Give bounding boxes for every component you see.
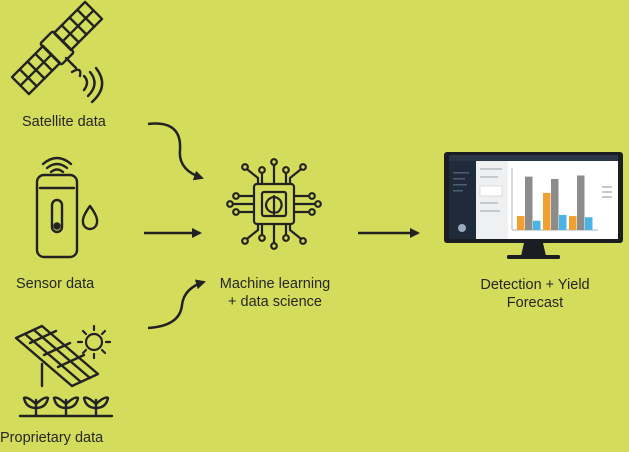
dashboard-bar: [533, 220, 541, 230]
dashboard-bar: [525, 176, 533, 230]
sensor-device-icon: [35, 173, 79, 259]
dashboard-bar: [569, 216, 577, 230]
arrow-proprietary-to-ml: [147, 279, 206, 330]
satellite-data-label: Satellite data: [22, 114, 106, 130]
monitor-dashboard-icon: [444, 152, 623, 259]
satellite-icon: [10, 0, 104, 104]
wifi-icon: [41, 156, 73, 174]
dashboard-bar-chart: [517, 175, 593, 230]
proprietary-data-label: Proprietary data: [0, 430, 104, 446]
output-label-line2: Forecast: [506, 295, 564, 311]
processing-label-line1: Machine learning: [219, 276, 331, 292]
dashboard-bar: [585, 217, 593, 230]
sensor-data-label: Sensor data: [16, 276, 95, 292]
dashboard-bar: [577, 175, 585, 230]
sun-icon: [76, 324, 112, 360]
water-drop-icon: [81, 204, 99, 231]
dashboard-bar: [517, 216, 525, 230]
solar-panel-icon: [14, 324, 100, 388]
processing-label-line2: + data science: [228, 294, 322, 310]
plant-sprouts-icon: [18, 396, 114, 418]
dashboard-bar: [543, 192, 551, 230]
dashboard-bar: [559, 214, 567, 230]
arrow-satellite-to-ml: [147, 122, 204, 181]
ai-brain-chip-icon: [226, 158, 322, 250]
output-label-line1: Detection + Yield: [480, 277, 590, 293]
dashboard-bar: [551, 178, 559, 230]
